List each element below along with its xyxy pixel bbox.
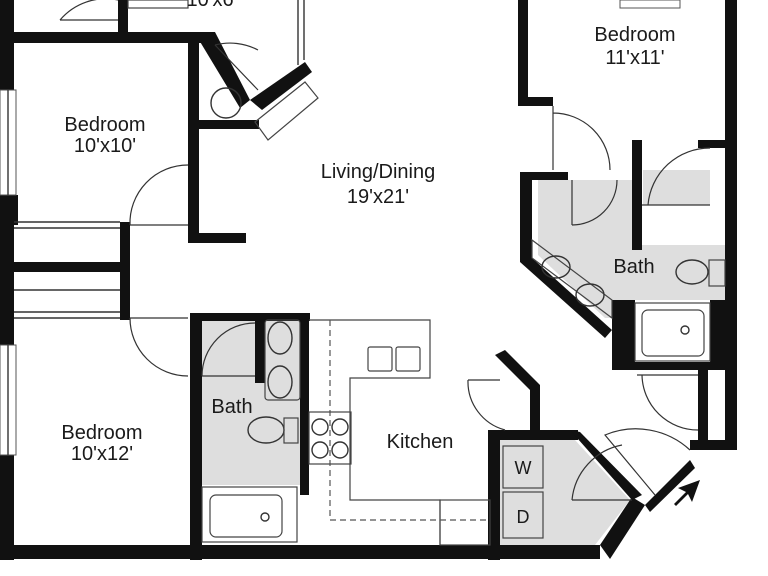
dryer-label: D (517, 507, 530, 527)
living-dining-dims: 19'x21' (347, 186, 409, 208)
closet-shelves (14, 0, 305, 319)
bedroom-upper-left-dims: 10'x10' (74, 135, 136, 157)
top-room-dims-label: 10'x6' (186, 0, 237, 11)
bedroom-top-right-label: Bedroom (594, 24, 675, 46)
bath-fixtures (201, 81, 726, 543)
washer-label: W (515, 458, 532, 478)
bath-left-label: Bath (211, 396, 252, 418)
room-labels: 10'x6' Bedroom 11'x11' Bedroom 10'x10' L… (61, 0, 675, 527)
door-swings (59, 0, 711, 501)
entry-arrow-icon (674, 480, 700, 506)
bedroom-top-right-dims: 11'x11' (605, 47, 664, 69)
bath-right-label: Bath (613, 256, 654, 278)
windows (0, 0, 681, 456)
bedroom-lower-left-dims: 10'x12' (71, 443, 133, 465)
bedroom-upper-left-label: Bedroom (64, 114, 145, 136)
laundry (502, 445, 544, 539)
kitchen-counters (308, 319, 491, 546)
kitchen-label: Kitchen (387, 431, 454, 453)
tiled-floors (200, 170, 725, 545)
living-dining-label: Living/Dining (321, 161, 436, 183)
bedroom-lower-left-label: Bedroom (61, 422, 142, 444)
